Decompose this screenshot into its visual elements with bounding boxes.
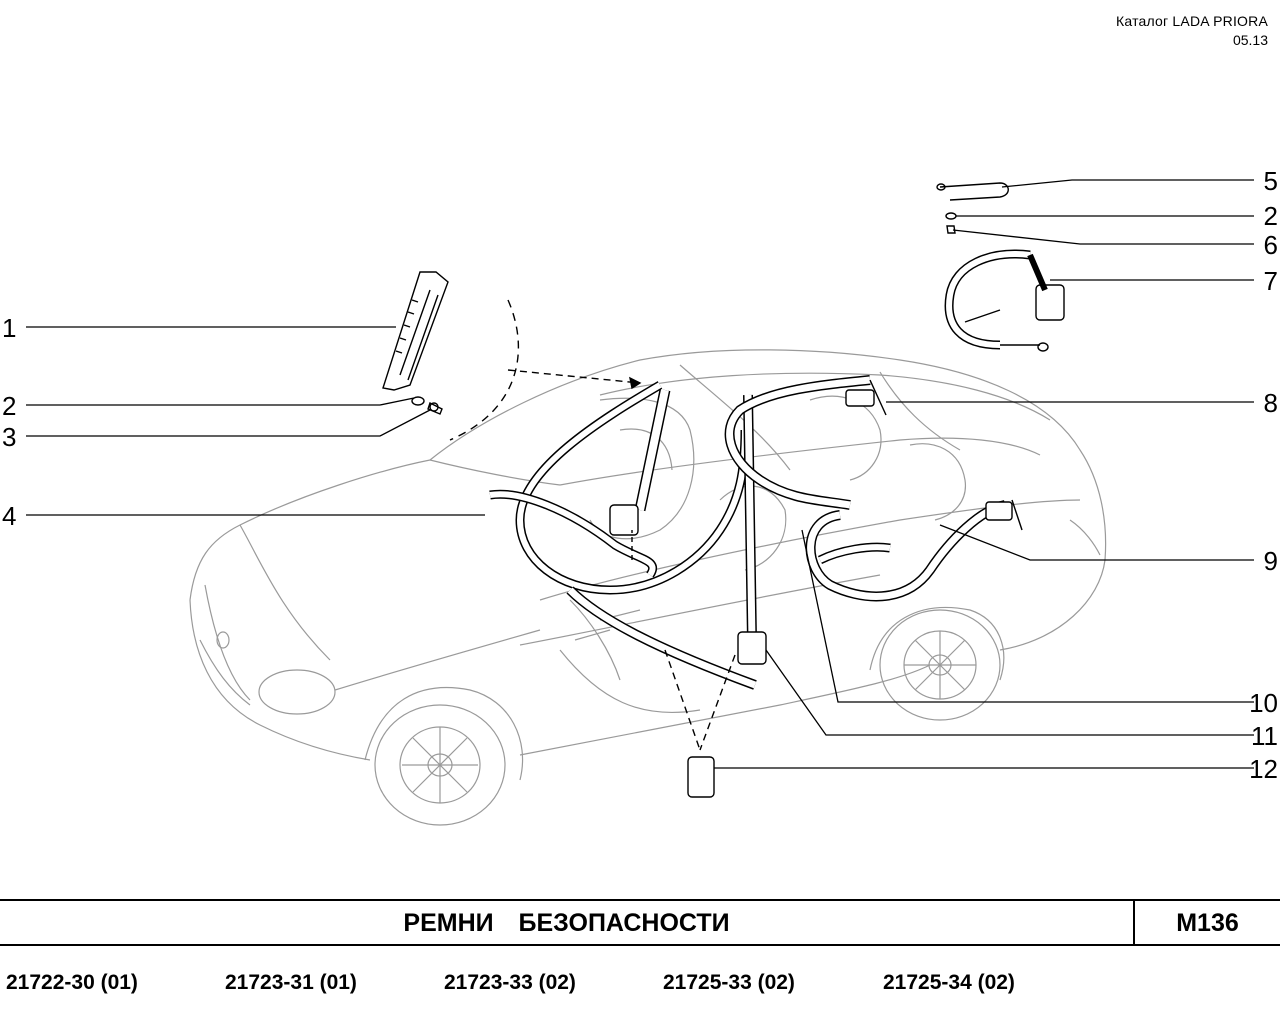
callout-1: 1 (2, 313, 17, 343)
belt-components (382, 182, 1065, 798)
title-top-rule (0, 899, 1280, 901)
page-code: M136 (1176, 909, 1239, 937)
callout-2-washer: 2 (2, 391, 17, 421)
model-code: 21723-33 (02) (444, 971, 576, 994)
callout-11: 11 (1251, 721, 1278, 751)
model-code: 21725-34 (02) (883, 971, 1015, 994)
title-bottom-rule (0, 944, 1280, 946)
model-code: 21722-30 (01) (6, 971, 138, 994)
page-title: РЕМНИ БЕЗОПАСНОСТИ (403, 909, 730, 937)
model-code: 21725-33 (02) (663, 971, 795, 994)
callout-3: 3 (2, 422, 17, 452)
leader-lines (26, 179, 1254, 769)
catalog-date: 05.13 (1232, 32, 1268, 48)
model-list: 21722-30 (01) 21723-31 (01) 21723-33 (02… (0, 970, 1280, 1000)
callout-5: 5 (1263, 166, 1278, 196)
callout-12: 12 (1249, 754, 1278, 784)
callout-2-washer-rear: 2 (1263, 201, 1278, 231)
title-separator (1133, 900, 1135, 946)
title-bar: РЕМНИ БЕЗОПАСНОСТИ M136 (0, 900, 1280, 946)
callout-4: 4 (2, 501, 17, 531)
model-code: 21723-31 (01) (225, 971, 357, 994)
catalog-name: Каталог LADA PRIORA (1116, 13, 1268, 29)
callout-7: 7 (1263, 266, 1278, 296)
callout-10: 10 (1249, 688, 1278, 718)
catalog-header: Каталог LADA PRIORA 05.13 (1116, 12, 1268, 50)
callout-6: 6 (1263, 230, 1278, 260)
seat-belt-diagram (26, 179, 1254, 826)
callout-8: 8 (1263, 388, 1278, 418)
callout-9: 9 (1263, 546, 1278, 576)
